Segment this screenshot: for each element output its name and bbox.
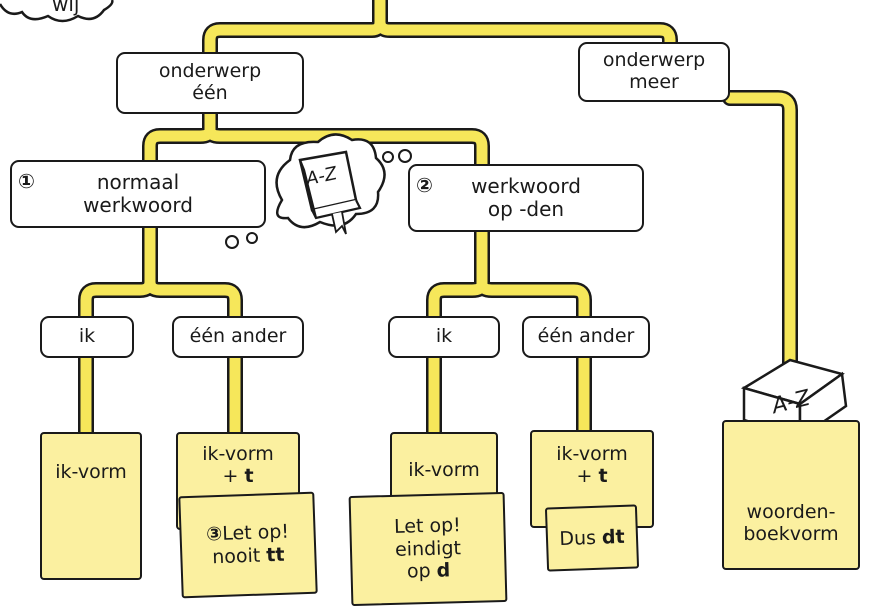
node-subject-one-line2: één: [192, 82, 228, 104]
node-subject-one: onderwerp één: [116, 52, 304, 114]
note-2-line3: op d: [407, 560, 451, 584]
box-woordenboekvorm-line1: woorden-: [746, 501, 836, 524]
box-ikvorm-2-suffix: t: [244, 464, 254, 487]
node-verb-den-line1: werkwoord: [471, 174, 581, 198]
cloud-text: wij: [52, 0, 80, 16]
node-een-ander-left: één ander: [172, 316, 304, 358]
note-2-line1: Let op!: [393, 513, 462, 538]
box-ikvorm-2-plus: +: [222, 464, 245, 487]
node-verb-den-line2: op -den: [487, 197, 565, 221]
note-2-d: d: [436, 559, 451, 583]
box-ikvorm-2-line1: ik-vorm: [202, 443, 274, 465]
box-woordenboekvorm-line2: boekvorm: [743, 523, 839, 546]
node-subject-one-line1: onderwerp: [158, 60, 262, 83]
node-subject-more-line1: onderwerp: [602, 49, 706, 72]
book-icon: [298, 150, 362, 235]
node-subject-more-line2: meer: [629, 71, 679, 93]
note-3-dus: Dus: [558, 526, 603, 550]
box-ikvorm-4-suffix: t: [598, 464, 608, 487]
node-subject-more: onderwerp meer: [578, 42, 730, 102]
number-badge-3: ③: [205, 523, 223, 546]
node-een-ander-right: één ander: [522, 316, 650, 358]
box-ikvorm-1: ik-vorm: [40, 432, 142, 580]
note-1-nooit: nooit: [211, 544, 267, 569]
number-badge-2: ②: [416, 173, 433, 197]
node-ik-left-text: ik: [78, 325, 96, 348]
box-ikvorm-4-line2: + t: [576, 464, 608, 488]
node-een-ander-right-text: één ander: [537, 325, 635, 348]
note-2-line2: eindigt: [394, 536, 462, 561]
box-ikvorm-1-text: ik-vorm: [55, 461, 127, 483]
note-dus-dt: Dus dt: [544, 504, 640, 572]
box-woordenboekvorm: woorden- boekvorm: [722, 420, 860, 570]
number-badge-1: ①: [18, 169, 35, 193]
node-normal-verb-line1: normaal: [96, 170, 180, 194]
cloud-top: [0, 0, 114, 23]
note-3-line1: Dus dt: [559, 525, 625, 550]
node-verb-den: ② werkwoord op -den: [408, 164, 644, 232]
node-normal-verb-line2: werkwoord: [83, 193, 193, 217]
note-1-letop: Let op!: [221, 520, 290, 546]
box-ikvorm-3-text: ik-vorm: [408, 459, 480, 481]
note-1-tt: tt: [265, 543, 285, 567]
note-nooit-tt: ③Let op! nooit tt: [178, 491, 318, 599]
box-ikvorm-4-line1: ik-vorm: [556, 443, 628, 465]
node-ik-right-text: ik: [435, 325, 453, 348]
box-ikvorm-4-plus: +: [576, 464, 599, 487]
node-normal-verb: ① normaal werkwoord: [10, 160, 266, 228]
note-2-op: op: [406, 560, 437, 583]
note-1-line2: nooit tt: [212, 544, 285, 569]
node-een-ander-left-text: één ander: [189, 325, 287, 348]
node-ik-right: ik: [388, 316, 500, 358]
note-eindigt-op-d: Let op! eindigt op d: [348, 491, 508, 607]
box-ikvorm-2-line2: + t: [222, 464, 254, 488]
node-ik-left: ik: [40, 316, 134, 358]
note-3-dt: dt: [601, 525, 626, 549]
note-1-line1: ③Let op!: [206, 521, 290, 547]
